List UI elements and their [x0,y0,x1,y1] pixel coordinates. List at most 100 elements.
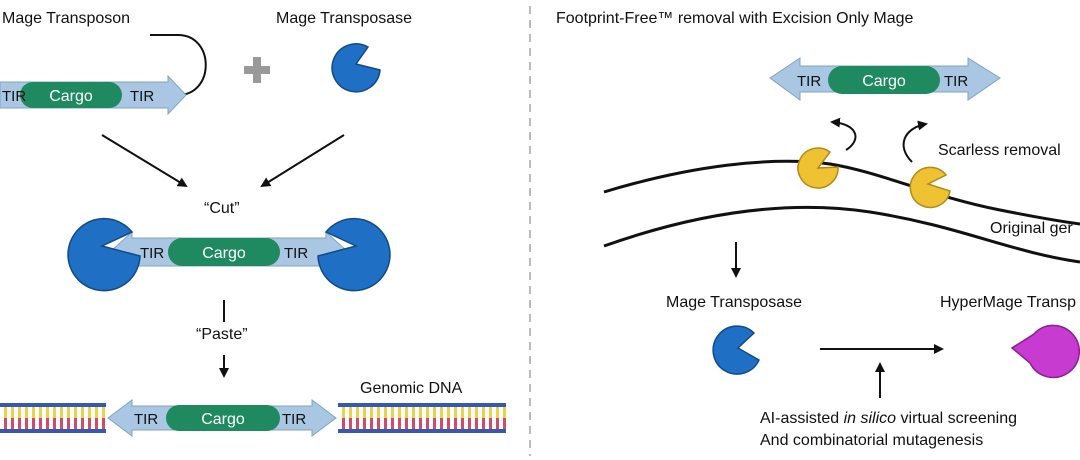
dna-rung [391,418,394,429]
transposon-label: Mage Transposon [2,10,131,27]
dna-rung [447,407,450,418]
dna-rung [447,418,450,429]
dna-rung [67,418,70,429]
dna-ladder [0,403,106,433]
dna-rung [433,418,436,429]
tir-label: TIR [2,88,26,105]
dna-rung [475,418,478,429]
dna-rung [377,407,380,418]
dna-rung [419,418,422,429]
dna-rung [18,407,21,418]
tir-label: TIR [130,88,154,105]
tir-label: TIR [140,245,164,262]
dna-rung [46,407,49,418]
cut-complex: TIR Cargo TIR [67,217,391,292]
tir-label: TIR [944,73,968,90]
dna-rung [88,407,91,418]
dna-rung [489,407,492,418]
dna-rail [0,429,106,433]
dna-rung [412,418,415,429]
transposase-label: Mage Transposase [276,10,413,27]
dna-rung [426,407,429,418]
genomic-dna-label: Genomic DNA [360,380,463,397]
dna-rung [356,407,359,418]
dna-rung [11,407,14,418]
dna-rail [338,429,506,433]
cargo-block [166,405,280,431]
dna-rung [412,407,415,418]
dna-rung [60,407,63,418]
dna-rung [489,418,492,429]
screening-text-line2: And combinatorial mutagenesis [760,432,984,449]
cargo-label: Cargo [202,245,246,262]
dna-rung [32,407,35,418]
dna-rung [384,407,387,418]
dna-rung [81,407,84,418]
dna-rung [440,418,443,429]
dna-ladder [338,403,506,433]
arrow-icon [101,134,188,188]
cut-label: “Cut” [204,200,240,217]
screening-suffix: virtual screening [896,410,1018,427]
dna-rung [468,407,471,418]
dna-rung [433,407,436,418]
dna-rung [53,418,56,429]
dna-rung [384,418,387,429]
dna-rung [405,407,408,418]
dna-rung [503,418,506,429]
genome-strand-upper [603,159,1080,226]
dna-rung [25,418,28,429]
dna-rung [419,407,422,418]
dna-rung [4,407,7,418]
hypermage-pacman-icon [1010,324,1080,379]
cargo-label: Cargo [862,73,906,90]
dna-rung [60,418,63,429]
plus-icon [244,57,270,83]
dna-rung [377,418,380,429]
genomic-dna-insertion: TIR Cargo TIR [0,399,506,437]
dna-rung [440,407,443,418]
excision-mage-pacman-icon [909,166,951,209]
dna-rung [482,407,485,418]
tir-label: TIR [282,411,306,428]
cargo-block [828,66,940,94]
genome-strand-lower [603,205,1080,264]
dna-rung [39,407,42,418]
dna-rung [398,407,401,418]
scarless-removal-label: Scarless removal [938,142,1061,159]
paste-label: “Paste” [196,326,248,343]
dna-rung [74,418,77,429]
dna-rung [461,407,464,418]
dna-rung [454,418,457,429]
dna-rung [475,407,478,418]
arrow-icon [830,117,857,151]
dna-rung [4,418,7,429]
dna-rung [496,418,499,429]
dna-rung [426,418,429,429]
dna-rung [25,407,28,418]
left-panel: TIR Cargo TIR TIR Cargo TIR [0,34,506,437]
dna-rung [468,418,471,429]
dna-rung [363,418,366,429]
hypermage-label: HyperMage Transp [940,294,1077,311]
dna-rung [102,407,105,418]
dna-rail [338,403,506,407]
cargo-label: Cargo [201,411,245,428]
transposon-loop [150,34,207,96]
dna-rung [398,418,401,429]
dna-rung [349,418,352,429]
mage-transposase-label: Mage Transposase [666,294,803,311]
dna-rung [356,418,359,429]
dna-rung [74,407,77,418]
screening-italic: in silico [843,410,897,427]
right-panel: TIR Cargo TIR [603,57,1080,398]
cargo-block [20,82,122,108]
tir-label: TIR [284,245,308,262]
dna-rung [67,407,70,418]
dna-rung [342,418,345,429]
excised-cargo: TIR Cargo TIR [769,57,1001,101]
cargo-label: Cargo [49,88,93,105]
transposon-construct: TIR Cargo TIR [0,34,207,116]
arrow-icon [902,120,928,163]
